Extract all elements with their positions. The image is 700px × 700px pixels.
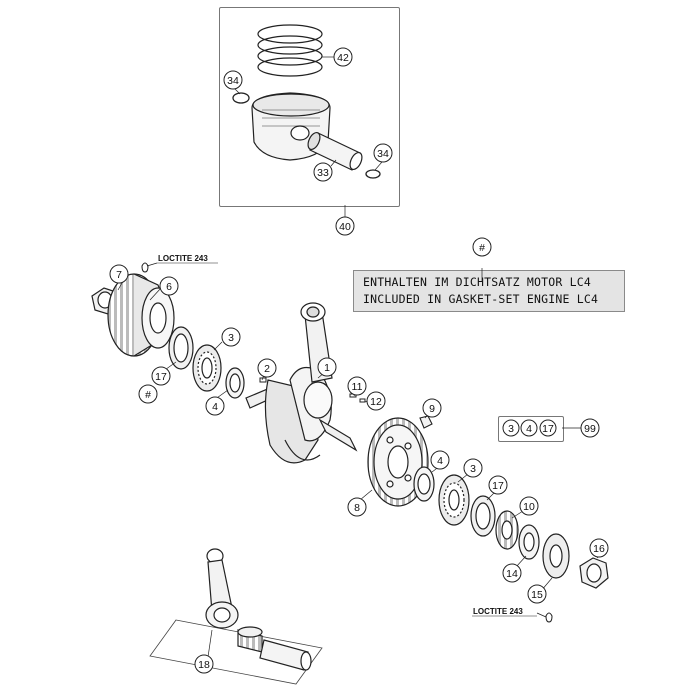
callout-circle-c14: [502, 563, 522, 583]
loctite-drop-bottom: [545, 612, 553, 623]
shim-ring-left: [168, 326, 194, 370]
callout-number-c33: 33: [317, 167, 329, 179]
callout-number-c6: 6: [166, 281, 172, 293]
callout-circle-c7: [109, 264, 129, 284]
loctite-label-top: LOCTITE 243: [158, 254, 208, 263]
callout-number-c4b: 4: [437, 455, 443, 467]
callout-number-c15: 15: [531, 589, 543, 601]
gasket-set-note-line-de: ENTHALTEN IM DICHTSATZ MOTOR LC4: [363, 275, 591, 289]
callout-number-c11: 11: [352, 381, 363, 393]
piston-leaders: [233, 56, 383, 218]
callout-circle-c6: [159, 276, 179, 296]
callout-circle-hash_left: [138, 384, 158, 404]
callout-circle-c2: [257, 358, 277, 378]
callout-circle-c12: [366, 391, 386, 411]
callout-number-c18: 18: [198, 659, 210, 671]
kit-item-2: 4: [526, 423, 532, 435]
callout-number-c2: 2: [264, 363, 270, 375]
balancer-sprocket: [367, 417, 429, 507]
callout-number-c42: 42: [337, 52, 349, 64]
callout-circle-c17a: [151, 366, 171, 386]
callout-circle-c17b: [488, 475, 508, 495]
callout-circle-c3a: [221, 327, 241, 347]
conrod-kit-base: [149, 619, 323, 685]
connecting-rod: [205, 548, 239, 629]
callout-number-hash_note: #: [479, 242, 485, 254]
thrust-washer: [518, 524, 540, 560]
callout-number-c9: 9: [429, 403, 435, 415]
kit-item-3: 17: [542, 423, 554, 435]
callout-number-c1: 1: [324, 362, 330, 374]
gasket-set-note-line-en: INCLUDED IN GASKET-SET ENGINE LC4: [363, 292, 599, 306]
callout-number-c34b: 34: [377, 148, 389, 160]
kit-result: 99: [584, 423, 596, 435]
callout-circle-c18: [194, 654, 214, 674]
shim-left: [225, 367, 245, 399]
callout-number-c7: 7: [116, 269, 122, 281]
callout-circle-c40: [335, 216, 355, 236]
callout-circle-c1: [317, 357, 337, 377]
callout-circle-hash_note: [472, 237, 492, 257]
callout-number-c17a: 17: [155, 371, 167, 383]
primary-gear: [107, 273, 175, 357]
woodruff-key: [419, 415, 433, 429]
callout-number-c16: 16: [593, 543, 605, 555]
callout-number-c4a: 4: [212, 401, 218, 413]
callout-number-c14: 14: [506, 568, 518, 580]
callout-circle-c9: [422, 398, 442, 418]
callout-number-c40: 40: [339, 221, 351, 233]
kit-item-1: 3: [508, 423, 514, 435]
spacer-disc: [542, 533, 570, 579]
bearing-left: [192, 344, 222, 392]
callout-circle-c3b: [463, 458, 483, 478]
callout-circle-c33: [313, 162, 333, 182]
needle-bearing: [237, 626, 263, 653]
callout-number-c12: 12: [370, 396, 382, 408]
callout-circle-c11: [347, 376, 367, 396]
loctite-label-bottom: LOCTITE 243: [473, 607, 523, 616]
callout-circle-c10: [519, 496, 539, 516]
callout-circle-c42: [333, 47, 353, 67]
loctite-drop-top: [141, 262, 149, 273]
shim-right: [413, 466, 435, 502]
small-gear: [495, 510, 519, 550]
callout-number-c3b: 3: [470, 463, 476, 475]
callout-number-c17b: 17: [492, 480, 504, 492]
callout-circle-c15: [527, 584, 547, 604]
callout-circle-c34a: [223, 70, 243, 90]
crank-nut-right: [579, 557, 609, 589]
crank-pin: [259, 639, 312, 671]
kit-callouts: 3 4 17 99: [502, 418, 600, 438]
callout-circle-c34b: [373, 143, 393, 163]
piston-pin: [307, 131, 363, 171]
callout-number-hash_left: #: [145, 389, 151, 401]
gasket-set-note: ENTHALTEN IM DICHTSATZ MOTOR LC4 INCLUDE…: [353, 270, 625, 312]
piston-rings: [257, 24, 323, 77]
callout-circle-c4b: [430, 450, 450, 470]
crankshaft: [245, 302, 358, 464]
callout-number-c8: 8: [354, 502, 360, 514]
callout-number-c34a: 34: [227, 75, 239, 87]
callout-circle-c16: [589, 538, 609, 558]
callout-number-c10: 10: [523, 501, 535, 513]
main-leaders: [117, 262, 599, 658]
shim-ring-right: [470, 495, 496, 537]
piston-pin-clip-lower: [365, 169, 381, 179]
callout-circle-c8: [347, 497, 367, 517]
callout-circle-c4a: [205, 396, 225, 416]
piston-pin-clip-upper: [232, 92, 250, 104]
bearing-right: [438, 474, 470, 526]
callout-number-c3a: 3: [228, 332, 234, 344]
